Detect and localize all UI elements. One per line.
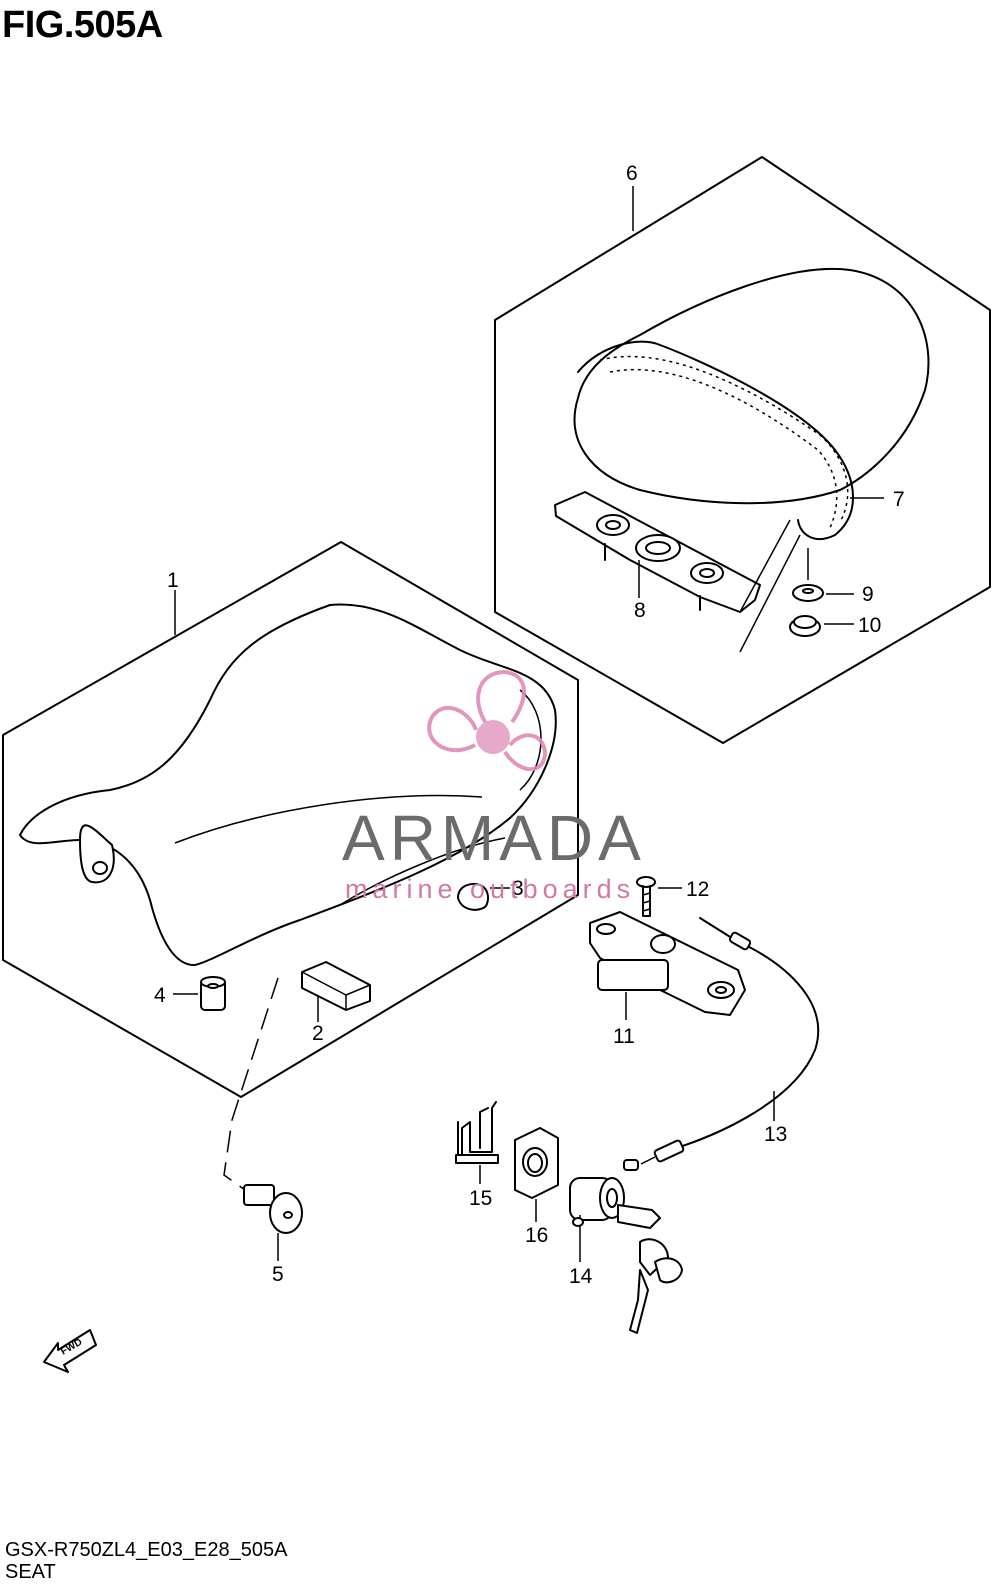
seat-bolt (243, 1184, 303, 1261)
rear-seat-group (494, 156, 991, 744)
propeller-logo-icon (427, 669, 548, 772)
front-seat-cushion (19, 603, 557, 967)
callout-1: 1 (167, 569, 179, 592)
callout-10: 10 (858, 614, 881, 637)
seat-cushion-small (457, 882, 510, 911)
callout-12: 12 (686, 878, 709, 901)
armada-watermark: ARMADA marine outboards (342, 669, 646, 904)
fwd-arrow: FWD (43, 1329, 97, 1373)
seat-lock-assembly (589, 876, 746, 1020)
seat-pad (301, 961, 371, 1011)
callout-8: 8 (634, 599, 646, 622)
callout-4: 4 (154, 984, 166, 1007)
callout-5: 5 (272, 1263, 284, 1286)
figure-title: FIG.505A (2, 4, 163, 46)
seat-lock-cable (623, 917, 820, 1171)
callout-9: 9 (862, 583, 874, 606)
lock-set (569, 1177, 683, 1334)
callout-numbers: 1 2 3 4 5 6 7 8 9 10 11 12 13 14 15 16 (154, 162, 905, 1288)
seat-cushion-rubber (173, 976, 226, 1011)
callout-14: 14 (569, 1265, 593, 1288)
callout-3: 3 (512, 877, 524, 900)
callout-7: 7 (893, 488, 905, 511)
front-seat-group (2, 541, 579, 1191)
watermark-tagline: marine outboards (345, 874, 635, 904)
rear-seat-cushion (573, 268, 930, 505)
callout-2: 2 (312, 1022, 324, 1045)
watermark-brand: ARMADA (342, 802, 646, 874)
callout-11: 11 (613, 1025, 635, 1048)
callout-15: 15 (469, 1187, 492, 1210)
callout-6: 6 (626, 162, 638, 185)
figure-name: SEAT (5, 1561, 56, 1583)
figure-code: GSX-R750ZL4_E03_E28_505A (5, 1539, 288, 1561)
lock-plate (514, 1127, 559, 1222)
callout-13: 13 (764, 1123, 787, 1146)
callout-16: 16 (525, 1224, 548, 1247)
lock-bracket (455, 1101, 499, 1184)
